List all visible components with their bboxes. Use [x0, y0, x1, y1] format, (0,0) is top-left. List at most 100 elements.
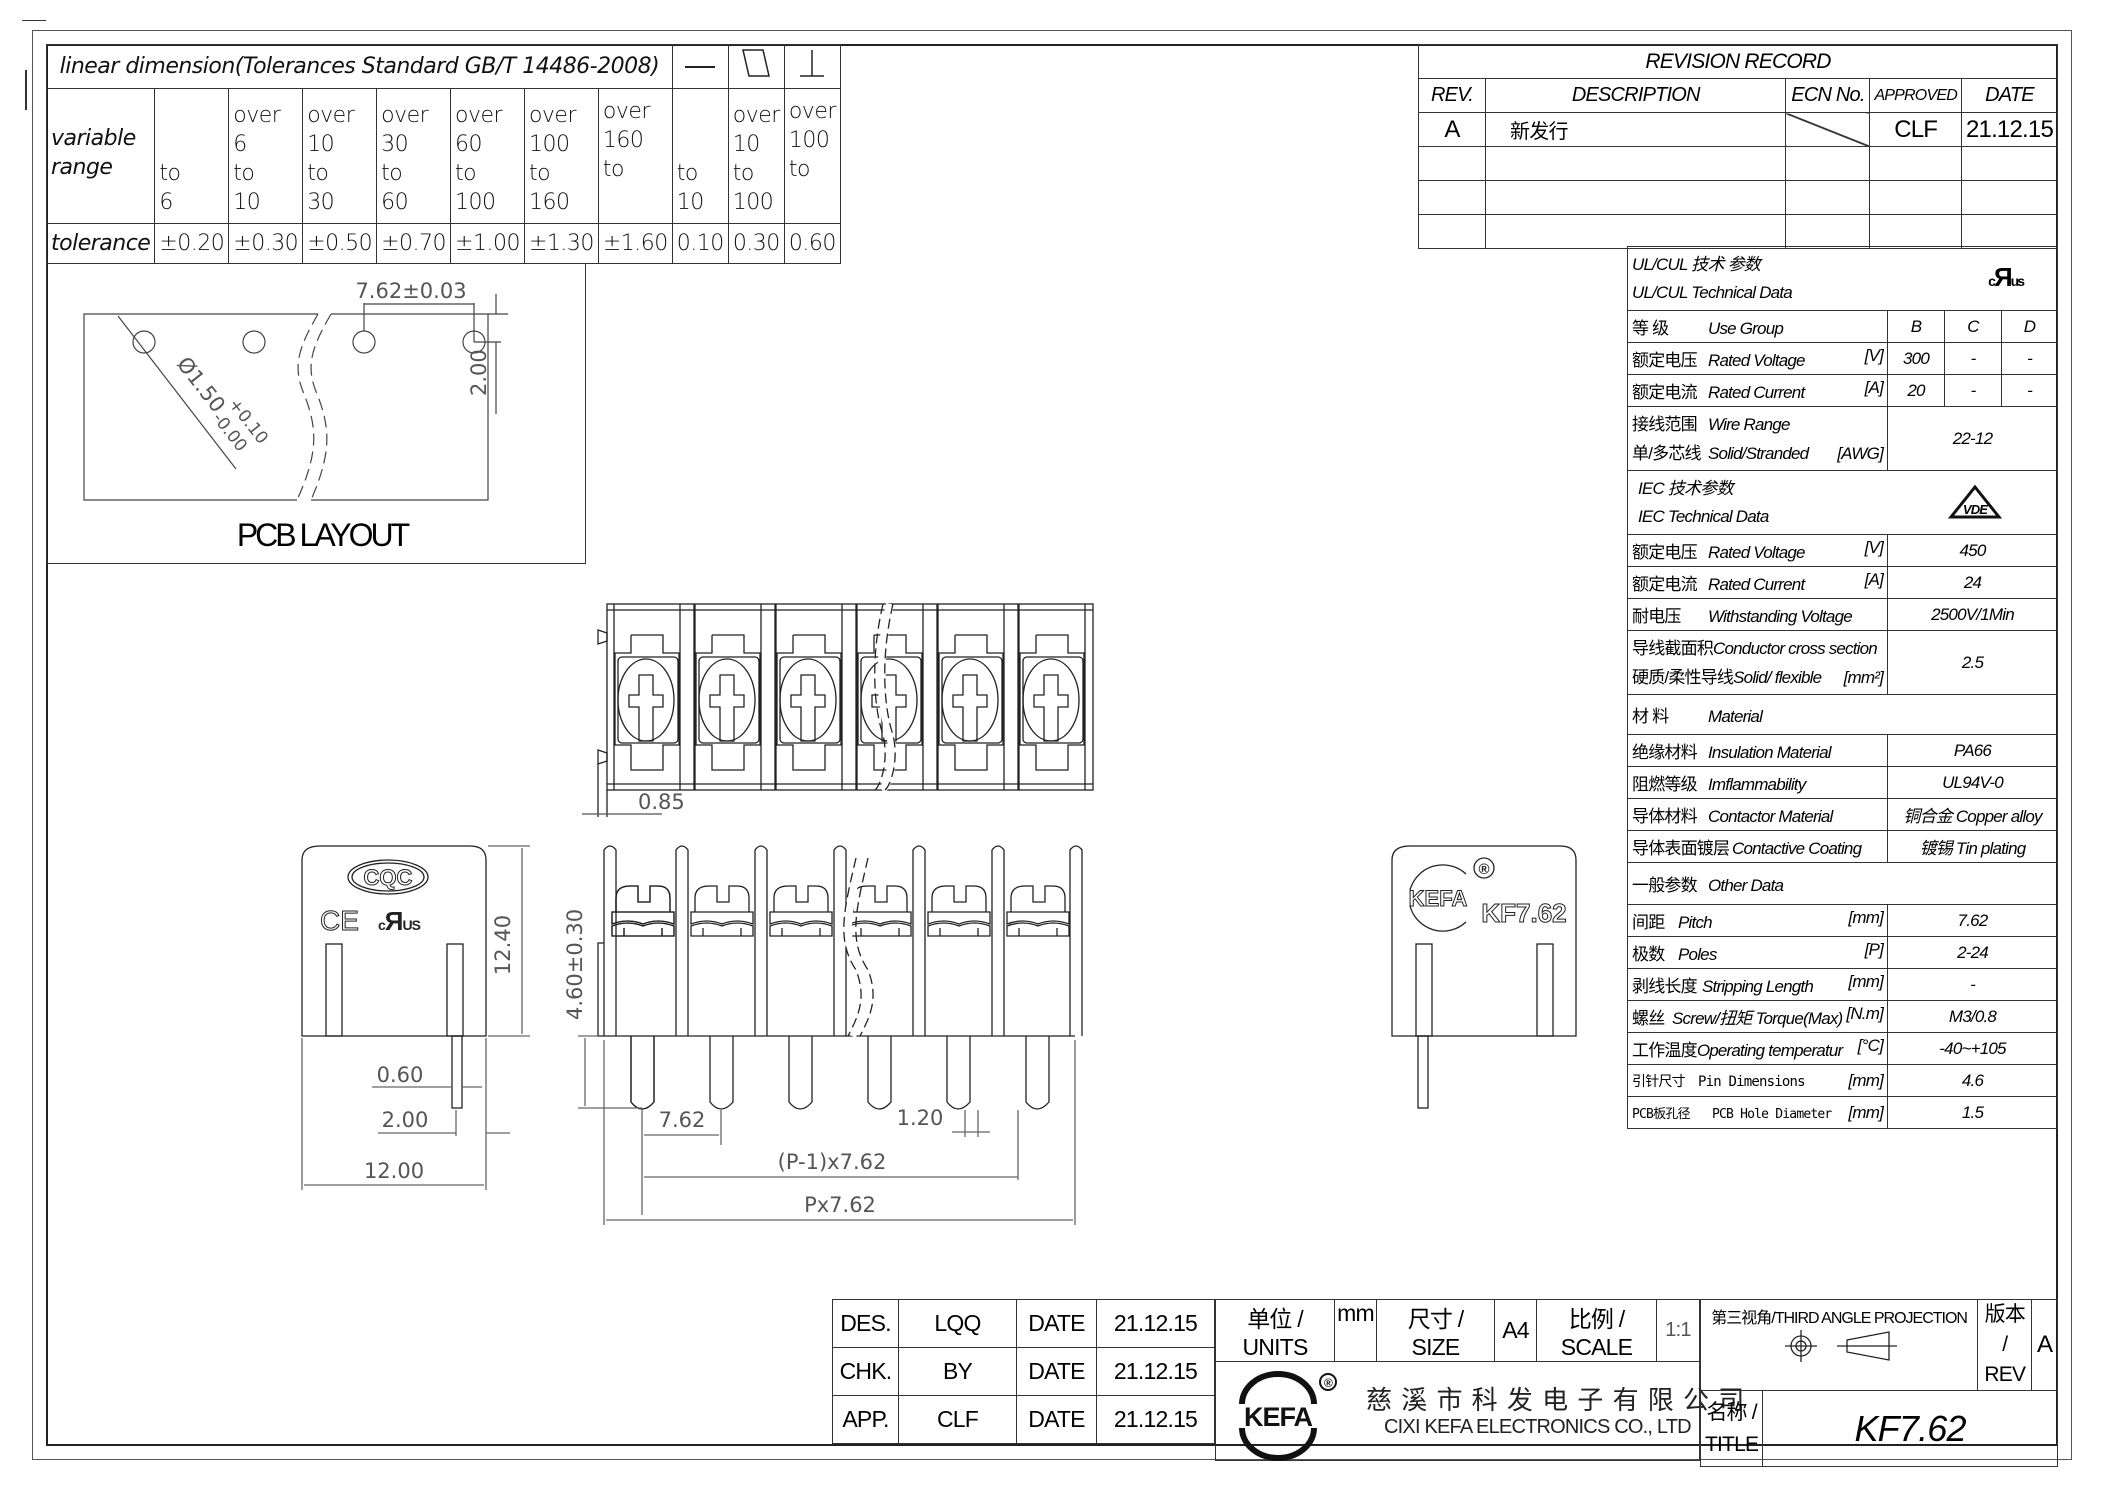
projection-cell: 第三视角/THIRD ANGLE PROJECTION [1699, 1299, 1979, 1391]
description-header: DESCRIPTION [1485, 78, 1787, 113]
left-side-view-drawing: CQC CE cЯUS 12.40 0.60 2.00 12.00 [301, 845, 530, 1190]
svg-text:KEFA: KEFA [1244, 1402, 1313, 1432]
rev-header: REV. [1417, 78, 1487, 113]
description-value: 新发行 [1485, 112, 1787, 147]
vde-mark-icon: VDE [1947, 484, 2003, 519]
screw-torque-value: M3/0.8 [1887, 1000, 2058, 1033]
chk-role: CHK. [832, 1347, 899, 1396]
empty-cell [1785, 146, 1871, 181]
title-label-cell: 名称 /TITLE [1699, 1390, 1764, 1467]
units-value: mm [1334, 1299, 1377, 1362]
revision-record-table: REVISION RECORD REV. DESCRIPTION ECN No.… [1417, 44, 2059, 249]
rev-value: A [1417, 112, 1487, 147]
insulation-material-value: PA66 [1887, 734, 2058, 767]
ul-rated-voltage-d: - [2001, 342, 2058, 375]
cqc-mark-icon: CQC [364, 865, 413, 890]
chk-name: BY [898, 1347, 1017, 1396]
use-group-d: D [2001, 310, 2058, 343]
total-dim-label: Px7.62 [804, 1193, 876, 1217]
projection-label: 第三视角/THIRD ANGLE PROJECTION [1711, 1310, 1968, 1327]
tolerance-value: ±0.50 [302, 223, 378, 264]
empty-cell [1960, 214, 2059, 249]
app-name: CLF [898, 1395, 1017, 1444]
tolerance-value: ±1.00 [450, 223, 525, 264]
iec-header-cn: IEC 技术参数 [1638, 478, 1733, 498]
chk-date: 21.12.15 [1096, 1347, 1215, 1396]
offset-085-dim: 0.85 [638, 790, 685, 814]
height-dim-label: 4.60±0.30 [563, 909, 587, 1020]
wire-range-value: 22-12 [1887, 406, 2058, 471]
units-label: 单位 / UNITS [1215, 1299, 1335, 1362]
approved-header: APPROVED [1869, 78, 1962, 113]
ul-mark-icon: cЯus [1988, 262, 2025, 292]
empty-cell [1869, 146, 1962, 181]
pitch-dim-label: 7.62 [659, 1108, 706, 1132]
width-dim-label: 12.00 [364, 1159, 424, 1183]
ce-mark-icon: CE [320, 905, 359, 936]
pcb-hole-diameter-value: 1.5 [1887, 1096, 2058, 1129]
empty-cell [1485, 214, 1787, 249]
tolerance-value: 0.60 [783, 223, 841, 264]
svg-text:®: ® [1324, 1376, 1333, 1390]
ul-rated-current-c: - [1944, 374, 2002, 407]
app-date-label: DATE [1016, 1395, 1097, 1444]
top-view-drawing: 0.85 [582, 603, 1094, 817]
withstanding-voltage-value: 2500V/1Min [1887, 598, 2058, 631]
ul-rated-current-d: - [2001, 374, 2058, 407]
empty-cell [1417, 180, 1487, 215]
iec-rated-current-value: 24 [1887, 566, 2058, 599]
pcb-layout-panel [46, 264, 586, 564]
ecn-header: ECN No. [1785, 78, 1871, 113]
front-view-drawing: 4.60±0.30 7.62 1.20 (P-1)x7.62 Px7.62 [563, 845, 1083, 1225]
ul-rated-voltage-c: - [1944, 342, 2002, 375]
sign-off-table: DES. LQQ DATE 21.12.15 CHK. BY DATE 21.1… [832, 1299, 1215, 1444]
projection-title-table: 第三视角/THIRD ANGLE PROJECTION 版本 /REV A 名称… [1699, 1299, 2058, 1467]
third-angle-projection-icon [1785, 1330, 1898, 1362]
size-label: 尺寸 / SIZE [1376, 1299, 1495, 1362]
units-company-table: 单位 / UNITS mm 尺寸 / SIZE A4 比例 / SCALE 1:… [1215, 1299, 1744, 1461]
corner-mark [22, 20, 46, 21]
model-label: KF7.62 [1481, 898, 1566, 928]
ul-header: UL/CUL 技术 参数 UL/CUL Technical Data cЯus [1627, 246, 2058, 311]
margin-mark [25, 70, 27, 110]
pin-dim-label: 1.20 [897, 1106, 944, 1130]
scale-label: 比例 / SCALE [1536, 1299, 1657, 1362]
drawing-title: KF7.62 [1762, 1390, 2058, 1467]
kefa-logo-icon: KEFA [1409, 886, 1468, 911]
tolerance-value: ±0.30 [228, 223, 304, 264]
empty-cell [1417, 146, 1487, 181]
pcb-layout-drawing: 7.62±0.03 Ø1.50 +0.10 -0.00 2.00 PCB LAY… [83, 279, 508, 553]
tolerance-value: ±0.70 [376, 223, 452, 264]
ul-header-cn: UL/CUL 技术 参数 [1632, 254, 1761, 274]
app-date: 21.12.15 [1096, 1395, 1215, 1444]
contact-coating-value: 镀锡 Tin plating [1887, 830, 2058, 863]
perpendicularity-icon [783, 44, 841, 89]
ul-mark-icon: cЯUS [378, 906, 421, 936]
date-value: 21.12.15 [1960, 112, 2059, 147]
pin-dimensions-value: 4.6 [1887, 1064, 2058, 1097]
tolerance-value: 0.10 [671, 223, 729, 264]
offset-dim-label: 2.00 [467, 349, 491, 396]
ul-rated-voltage-b: 300 [1887, 342, 1945, 375]
iec-header-en: IEC Technical Data [1638, 506, 1769, 526]
des-date: 21.12.15 [1096, 1299, 1215, 1348]
tolerance-table: linear dimension(Tolerances Standard GB/… [45, 44, 841, 264]
approved-value: CLF [1869, 112, 1962, 147]
